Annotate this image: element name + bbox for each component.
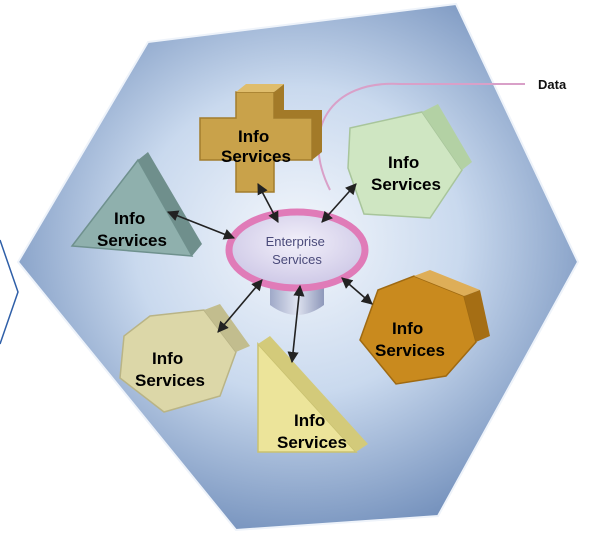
hub-label-line2: Services — [272, 252, 322, 267]
data-callout-label: Data — [538, 77, 567, 92]
arrow-to-cross — [257, 183, 279, 223]
info-service-hexagon-right-shape — [359, 270, 490, 385]
arrow-to-triangle — [166, 210, 236, 240]
hub-ellipse — [225, 208, 369, 292]
info-service-wedge-bottom-label: Info Services — [277, 411, 347, 452]
info-service-hexagon-left-label: Info Services — [135, 349, 205, 390]
info-service-triangle-label: Info Services — [97, 209, 167, 250]
info-service-cross-label: Info Services — [221, 127, 291, 166]
hub-label-line1: Enterprise — [266, 234, 325, 249]
data-callout-line — [317, 82, 525, 191]
info-service-hexagon-right-label: Info Services — [375, 319, 445, 360]
left-chevron-shape — [0, 239, 19, 345]
arrow-to-hexagon-left — [217, 279, 263, 333]
info-service-wedge-bottom-shape — [257, 336, 368, 453]
info-service-pentagon-label: Info Services — [371, 153, 441, 194]
arrow-to-hexagon-right — [341, 277, 373, 305]
arrow-to-pentagon — [321, 183, 357, 223]
arrow-to-wedge-bottom — [287, 284, 305, 364]
info-service-pentagon-shape — [347, 104, 472, 219]
connector-arrows — [166, 183, 373, 364]
hub-label: Enterprise Services — [266, 234, 329, 267]
